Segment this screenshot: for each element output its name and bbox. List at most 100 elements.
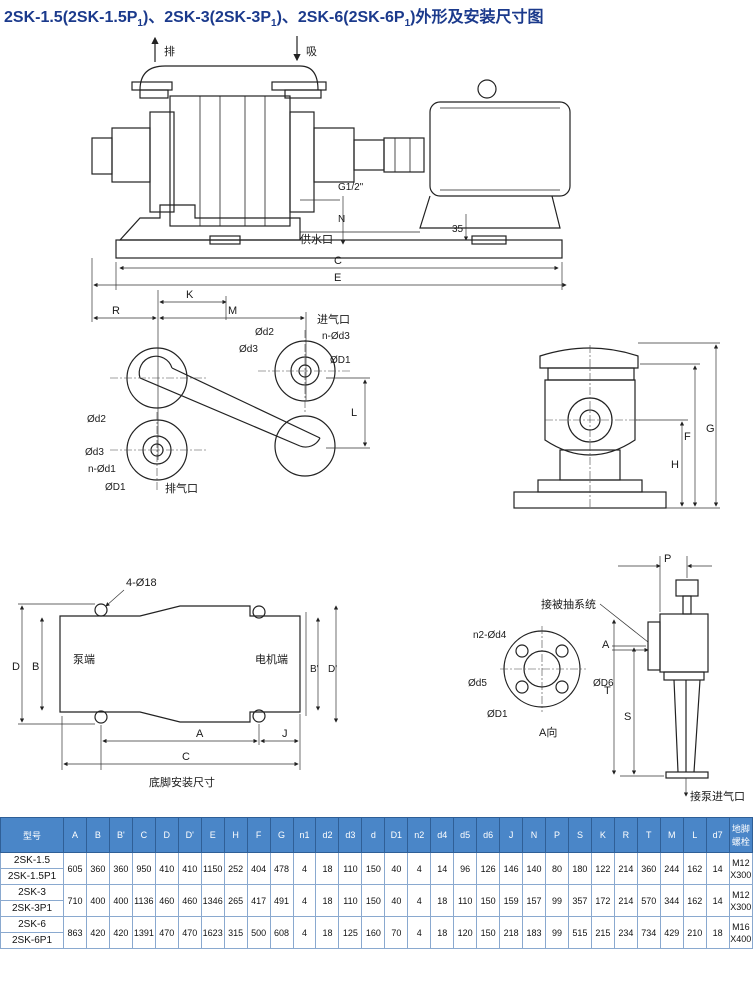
value-cell: 18 [315, 852, 340, 885]
value-cell: 180 [567, 852, 592, 885]
bolt-length: X300 [730, 869, 752, 880]
value-cell: 1391 [131, 916, 156, 949]
dim-s: S [624, 711, 631, 723]
bolt-length: X300 [730, 901, 752, 912]
d2-label-bottom: Ød2 [87, 414, 106, 425]
value-cell: 470 [154, 916, 179, 949]
dim-k: K [186, 289, 194, 301]
value-cell: 80 [545, 852, 569, 885]
d3-label-bottom: Ød3 [85, 447, 104, 458]
value-cell: 357 [567, 884, 592, 917]
exhaust-label: 排 [164, 44, 175, 58]
pipe-thread-label: G1/2" [338, 182, 364, 193]
value-cell: 110 [453, 884, 478, 917]
column-header: M [659, 817, 684, 853]
value-cell: 150 [361, 884, 386, 917]
value-cell: 4 [407, 852, 432, 885]
column-header: G [269, 817, 294, 853]
value-cell: 1136 [131, 884, 156, 917]
column-header: 地脚螺栓 [728, 817, 753, 853]
column-header: D [154, 817, 179, 853]
dim-t: T [604, 685, 611, 697]
value-cell: 344 [659, 884, 684, 917]
value-cell: 99 [545, 884, 569, 917]
dim-d-prime: D' [328, 664, 337, 675]
bolt-size: M12 [732, 889, 750, 900]
column-header: d2 [315, 817, 340, 853]
dim-p: P [664, 553, 671, 565]
value-cell: 150 [476, 916, 501, 949]
value-cell: 4 [292, 916, 317, 949]
value-cell: 608 [269, 916, 294, 949]
value-cell: 4 [292, 884, 317, 917]
column-header: J [499, 817, 524, 853]
value-cell: 162 [682, 884, 707, 917]
column-header: d4 [430, 817, 455, 853]
technical-drawing: 排 吸 G1/ [12, 36, 745, 803]
value-cell: 234 [613, 916, 638, 949]
value-cell: 172 [590, 884, 615, 917]
value-cell: 410 [154, 852, 179, 885]
value-cell: 400 [108, 884, 133, 917]
dim-e: E [334, 272, 341, 284]
value-cell: 96 [453, 852, 478, 885]
value-cell: 183 [522, 916, 547, 949]
d2-label-top: Ød2 [255, 327, 274, 338]
water-inlet-label: 供水口 [300, 232, 333, 246]
value-cell: 400 [85, 884, 110, 917]
D1-label-inlet: ØD1 [487, 709, 508, 720]
flange-view: 进气口 Ød2 Ød3 n-Ød3 ØD1 L Ød2 Ød3 n-Ød1 ØD… [85, 312, 370, 495]
value-cell: 159 [499, 884, 524, 917]
value-cell: 515 [567, 916, 592, 949]
n-d1-label: n-Ød1 [88, 464, 116, 475]
value-cell: 265 [223, 884, 248, 917]
column-header: S [567, 817, 592, 853]
column-header: N [522, 817, 547, 853]
dim-d: D [12, 661, 20, 673]
model-cell: 2SK-6 [0, 916, 64, 933]
column-header: H [223, 817, 248, 853]
value-cell: 210 [682, 916, 707, 949]
column-header: d6 [476, 817, 501, 853]
dim-f: F [684, 431, 691, 443]
column-header: F [246, 817, 271, 853]
column-header: n1 [292, 817, 317, 853]
column-header: E [200, 817, 225, 853]
value-cell: 404 [246, 852, 271, 885]
value-cell: 120 [453, 916, 478, 949]
value-cell: 110 [338, 852, 363, 885]
value-cell: 570 [636, 884, 661, 917]
column-header: B' [108, 817, 133, 853]
dim-m: M [228, 305, 237, 317]
base-caption: 底脚安装尺寸 [149, 775, 215, 789]
dim-j: J [282, 728, 288, 740]
bolt-size: M16 [732, 921, 750, 932]
value-cell: 110 [338, 884, 363, 917]
page-title: 2SK-1.5(2SK-1.5P1)、2SK-3(2SK-3P1)、2SK-6(… [4, 9, 544, 30]
pump-inlet-label: 接泵进气口 [690, 789, 745, 803]
value-cell: 99 [545, 916, 569, 949]
column-header: C [131, 817, 156, 853]
motor-end-label: 电机端 [255, 652, 288, 666]
value-cell: 18 [705, 916, 730, 949]
value-cell: 4 [292, 852, 317, 885]
d3-label-top: Ød3 [239, 344, 258, 355]
value-cell: 460 [177, 884, 202, 917]
column-header: d [361, 817, 386, 853]
outlet-label: 排气口 [165, 481, 198, 495]
value-cell: 470 [177, 916, 202, 949]
model-cell: 2SK-3P1 [0, 900, 64, 917]
value-cell: 150 [361, 852, 386, 885]
dim-c-base: C [182, 751, 190, 763]
dim-35: 35 [452, 224, 464, 235]
value-cell: 4 [407, 884, 432, 917]
D6-label: ØD6 [593, 678, 614, 689]
value-cell: 420 [108, 916, 133, 949]
